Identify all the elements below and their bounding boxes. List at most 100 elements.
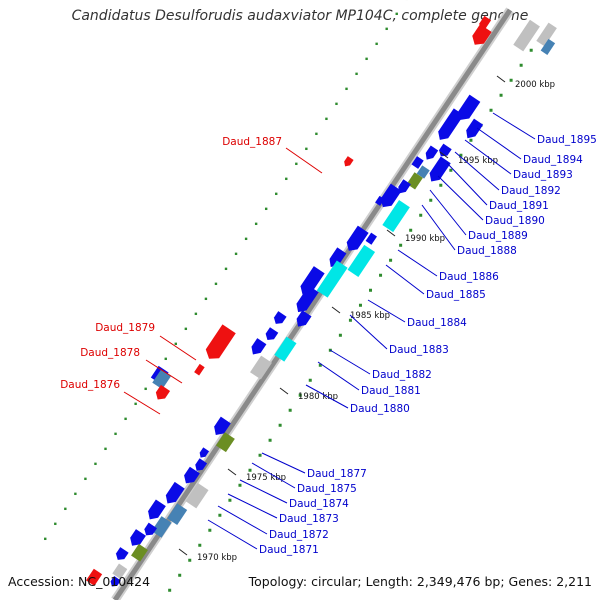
gene-arrow xyxy=(398,179,411,194)
scale-label: 2000 kbp xyxy=(515,80,555,90)
scale-tick xyxy=(496,75,506,83)
gene-label-daud_1893: Daud_1893 xyxy=(513,169,573,181)
label-leader xyxy=(123,391,161,415)
gene-feature-cds xyxy=(184,466,200,484)
skew-dot-outer xyxy=(449,168,453,172)
gene-label-daud_1879: Daud_1879 xyxy=(95,322,155,334)
gene-arrow xyxy=(439,143,452,157)
label-leader xyxy=(251,462,296,489)
gene-features xyxy=(86,15,557,587)
gene-label-daud_1876: Daud_1876 xyxy=(60,379,120,391)
gene-arrow xyxy=(205,324,236,359)
label-leader xyxy=(437,175,484,221)
gene-arrow xyxy=(273,311,287,324)
gene-feature-cds xyxy=(375,195,385,206)
skew-dot-inner xyxy=(365,57,368,61)
skew-dot-inner xyxy=(184,327,188,331)
skew-dot-outer xyxy=(358,303,362,307)
gene-feature-cds xyxy=(466,118,484,139)
gene-feature-rna xyxy=(344,156,354,167)
gene-label-daud_1885: Daud_1885 xyxy=(426,289,486,301)
skew-dot-inner xyxy=(104,447,107,451)
gene-arrow xyxy=(148,499,166,520)
gc-skew-ticks xyxy=(44,0,533,592)
gene-feature-cds xyxy=(300,266,325,295)
gene-feature-cds xyxy=(438,108,464,140)
skew-dot-outer xyxy=(308,378,312,382)
gene-arrow xyxy=(344,156,354,167)
gene-feature-misc xyxy=(152,369,172,390)
gene-feature-pseudo xyxy=(215,432,235,453)
gene-feature-grey xyxy=(536,22,557,47)
gene-arrow xyxy=(296,310,312,327)
gene-feature-cds xyxy=(195,458,208,471)
gene-feature-trna xyxy=(316,260,348,298)
skew-dot-inner xyxy=(234,252,238,256)
skew-dot-outer xyxy=(348,318,352,322)
scale-tick xyxy=(227,468,237,476)
skew-dot-inner xyxy=(164,357,167,361)
skew-dot-outer xyxy=(218,513,222,517)
gene-feature-misc xyxy=(540,38,556,55)
label-leader xyxy=(349,314,388,350)
gene-box xyxy=(151,516,172,538)
gene-feature-cds xyxy=(380,183,402,208)
label-leader xyxy=(145,359,183,384)
gene-label-daud_1880: Daud_1880 xyxy=(350,403,410,415)
gene-label-daud_1875: Daud_1875 xyxy=(297,483,357,495)
gene-box xyxy=(375,195,385,206)
gene-arrow xyxy=(110,576,121,587)
label-leader xyxy=(385,264,425,295)
gene-label-daud_1887: Daud_1887 xyxy=(222,136,282,148)
skew-dot-inner xyxy=(144,387,147,391)
skew-dot-inner xyxy=(305,147,308,151)
label-leader xyxy=(367,299,406,323)
label-leader xyxy=(285,147,323,174)
skew-dot-inner xyxy=(254,222,258,226)
skew-dot-outer xyxy=(489,108,493,112)
genome-backbone xyxy=(111,7,514,600)
gene-box xyxy=(185,482,209,509)
gene-box xyxy=(347,244,376,277)
scale-tick xyxy=(279,387,289,395)
scale-label: 1980 kbp xyxy=(298,392,338,402)
gene-box xyxy=(112,563,128,580)
skew-dot-outer xyxy=(168,588,172,592)
skew-dot-inner xyxy=(134,402,137,406)
gene-label-daud_1886: Daud_1886 xyxy=(439,271,499,283)
gene-arrow xyxy=(329,247,347,268)
gene-feature-misc xyxy=(167,503,188,526)
skew-dot-outer xyxy=(178,573,182,577)
gene-feature-cds xyxy=(296,285,319,313)
label-leader xyxy=(317,361,360,391)
skew-dot-outer xyxy=(459,153,463,157)
skew-dot-inner xyxy=(275,192,278,196)
skew-dot-outer xyxy=(268,438,272,442)
gene-feature-cds xyxy=(329,247,347,268)
scale-label: 1970 kbp xyxy=(197,553,237,563)
label-leader xyxy=(492,112,536,140)
scale-tick xyxy=(178,548,188,556)
gene-arrow xyxy=(199,447,210,458)
skew-dot-inner xyxy=(44,537,47,541)
scale-tick xyxy=(439,151,449,159)
scale-tick xyxy=(386,229,396,237)
label-leader xyxy=(464,139,512,175)
gene-label-daud_1878: Daud_1878 xyxy=(80,347,140,359)
gene-feature-trna xyxy=(347,244,376,277)
gene-feature-rna xyxy=(478,15,492,29)
gene-feature-cds xyxy=(411,156,424,169)
gene-feature-cds xyxy=(199,447,210,458)
skew-dot-outer xyxy=(228,498,232,502)
gene-feature-cds xyxy=(110,576,121,587)
skew-dot-inner xyxy=(285,177,288,181)
gene-label-daud_1873: Daud_1873 xyxy=(279,513,339,525)
genome-title: Candidatus Desulforudis audaxviator MP10… xyxy=(71,8,529,24)
gene-arrow xyxy=(251,338,267,355)
scale-label: 1995 kbp xyxy=(458,156,498,166)
skew-dot-outer xyxy=(409,228,413,232)
label-leader xyxy=(329,349,371,375)
skew-dot-inner xyxy=(64,507,67,511)
gene-arrow xyxy=(425,145,439,160)
